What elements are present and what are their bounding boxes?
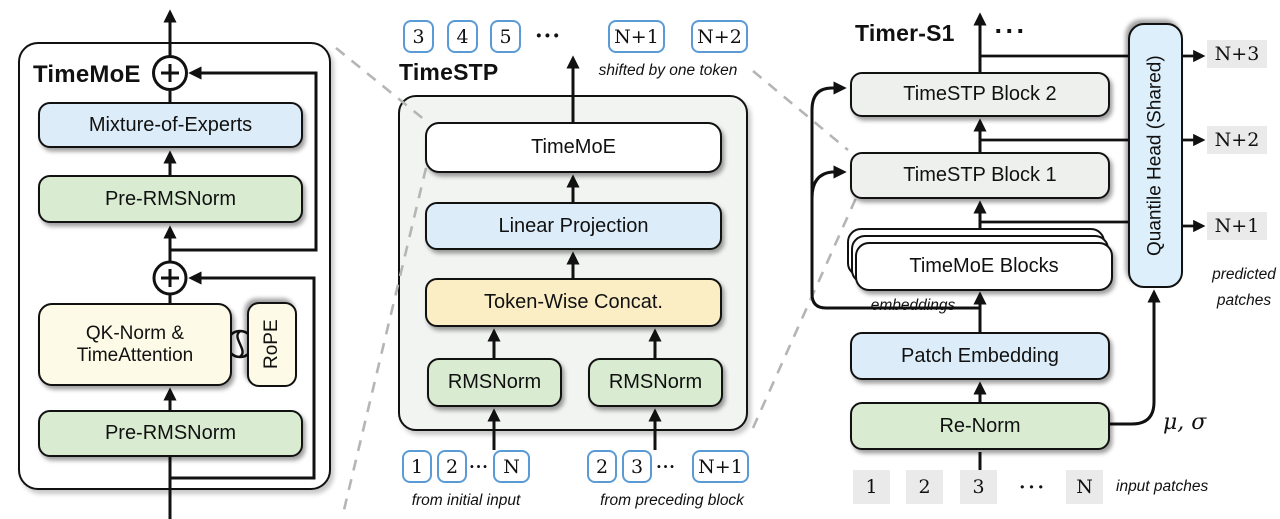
qk-norm-timeattention-box: QK-Norm & TimeAttention <box>38 303 232 386</box>
timeattention-line2: TimeAttention <box>76 344 194 366</box>
predicted-patch-output: N+3 <box>1207 40 1267 68</box>
residual-add-icon <box>152 55 188 296</box>
output-token: N+1 <box>608 20 665 53</box>
timer-top-ellipsis: ··· <box>994 15 1028 46</box>
input-right-caption: from preceding block <box>600 492 744 509</box>
input-left-ellipsis: ··· <box>469 456 489 476</box>
rmsnorm-left-box: RMSNorm <box>427 358 562 407</box>
input-right-ellipsis: ··· <box>656 456 676 476</box>
mu-sigma-label: μ, σ <box>1163 410 1207 435</box>
output-token: 4 <box>447 20 478 53</box>
input-patches-ellipsis: ··· <box>1019 476 1047 498</box>
input-token-preceding: 3 <box>622 450 652 483</box>
pre-rmsnorm-upper-box: Pre-RMSNorm <box>38 175 303 223</box>
embeddings-label: embeddings <box>870 297 956 314</box>
input-token-initial: 1 <box>402 450 432 483</box>
input-patches-caption: input patches <box>1116 478 1209 495</box>
linear-projection-box: Linear Projection <box>425 202 722 250</box>
renorm-box: Re-Norm <box>850 402 1110 450</box>
timestp-block1-box: TimeSTP Block 1 <box>850 152 1110 199</box>
predicted-caption-line2: patches <box>1216 292 1272 309</box>
output-token: 5 <box>490 20 521 53</box>
rope-box: RoPE <box>247 302 297 387</box>
timer-s1-title: Timer-S1 <box>855 20 955 46</box>
input-patch: 1 <box>853 470 890 504</box>
input-patch: N <box>1066 470 1103 504</box>
predicted-patch-output: N+1 <box>1207 212 1267 240</box>
quantile-head-box: Quantile Head (Shared) <box>1128 23 1183 288</box>
input-patch: 2 <box>906 470 943 504</box>
pre-rmsnorm-lower-box: Pre-RMSNorm <box>38 410 303 457</box>
input-patch: 3 <box>960 470 997 504</box>
middle-panel-lines <box>487 55 662 450</box>
input-token-preceding: N+1 <box>692 450 749 483</box>
timemoe-panel-title: TimeMoE <box>33 61 141 88</box>
output-token: N+2 <box>691 20 748 53</box>
predicted-caption-line1: predicted <box>1212 266 1276 283</box>
timestp-panel-title: TimeSTP <box>399 59 499 85</box>
left-panel-lines <box>163 9 318 519</box>
input-token-preceding: 2 <box>587 450 617 483</box>
zoom-link-dashes <box>335 46 858 515</box>
patch-embedding-box: Patch Embedding <box>850 332 1110 380</box>
timestp-block2-box: TimeSTP Block 2 <box>850 72 1110 117</box>
input-left-caption: from initial input <box>411 492 521 509</box>
rotary-link-icon <box>225 329 255 359</box>
output-token: 3 <box>403 20 434 53</box>
qk-norm-line1: QK-Norm & <box>85 322 185 344</box>
mixture-of-experts-box: Mixture-of-Experts <box>38 102 303 148</box>
shifted-note: shifted by one token <box>598 62 738 79</box>
input-token-initial: 2 <box>437 450 467 483</box>
output-ellipsis: ··· <box>535 23 561 49</box>
rmsnorm-right-box: RMSNorm <box>588 358 723 407</box>
right-panel-lines <box>810 12 1206 470</box>
predicted-patch-output: N+2 <box>1207 126 1267 154</box>
timemoe-inner-box: TimeMoE <box>425 122 722 173</box>
input-token-initial: N <box>493 450 530 483</box>
timemoe-blocks-box: TimeMoE Blocks <box>855 242 1113 291</box>
token-wise-concat-box: Token-Wise Concat. <box>425 278 722 327</box>
